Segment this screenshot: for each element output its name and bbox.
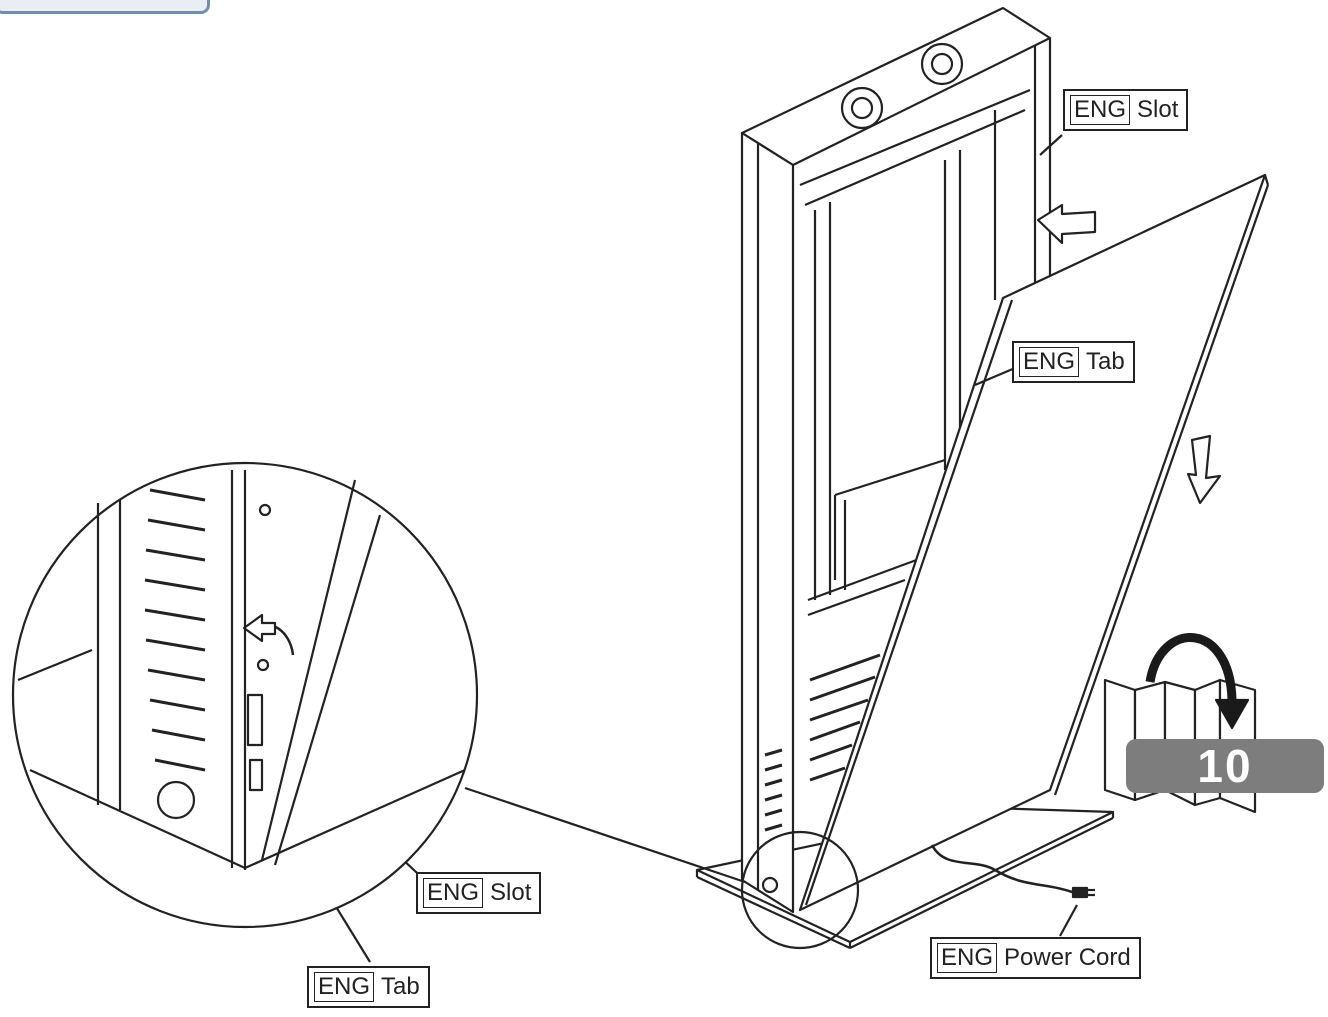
callout-text: Tab [381,973,420,1000]
callout-tag: ENG [937,943,998,973]
callout-tag: ENG [1019,347,1080,377]
callout-text: Tab [1086,348,1125,375]
callout-tab-detail: ENG Tab [307,966,430,1008]
step-number-badge: 10 [1126,739,1324,793]
kiosk-cabinet [740,6,1052,914]
callout-text: Power Cord [1004,944,1131,971]
callout-slot-detail: ENG Slot [416,872,542,914]
callout-tag: ENG [1070,95,1131,125]
callout-tag: ENG [423,878,484,908]
arrow-down-icon [1186,434,1222,505]
callout-tab-top: ENG Tab [1012,341,1135,383]
arrow-left-icon [1036,203,1097,245]
callout-text: Slot [1137,96,1179,123]
detail-magnifier [11,461,479,929]
curved-arrow-icon [242,613,277,643]
callout-tag: ENG [314,972,375,1002]
power-cord [930,844,1076,895]
callout-slot-top: ENG Slot [1063,89,1189,131]
page-corner-tab [0,0,210,14]
callout-text: Slot [490,879,532,906]
callout-power-cord: ENG Power Cord [930,937,1141,979]
display-panel [798,173,1270,912]
